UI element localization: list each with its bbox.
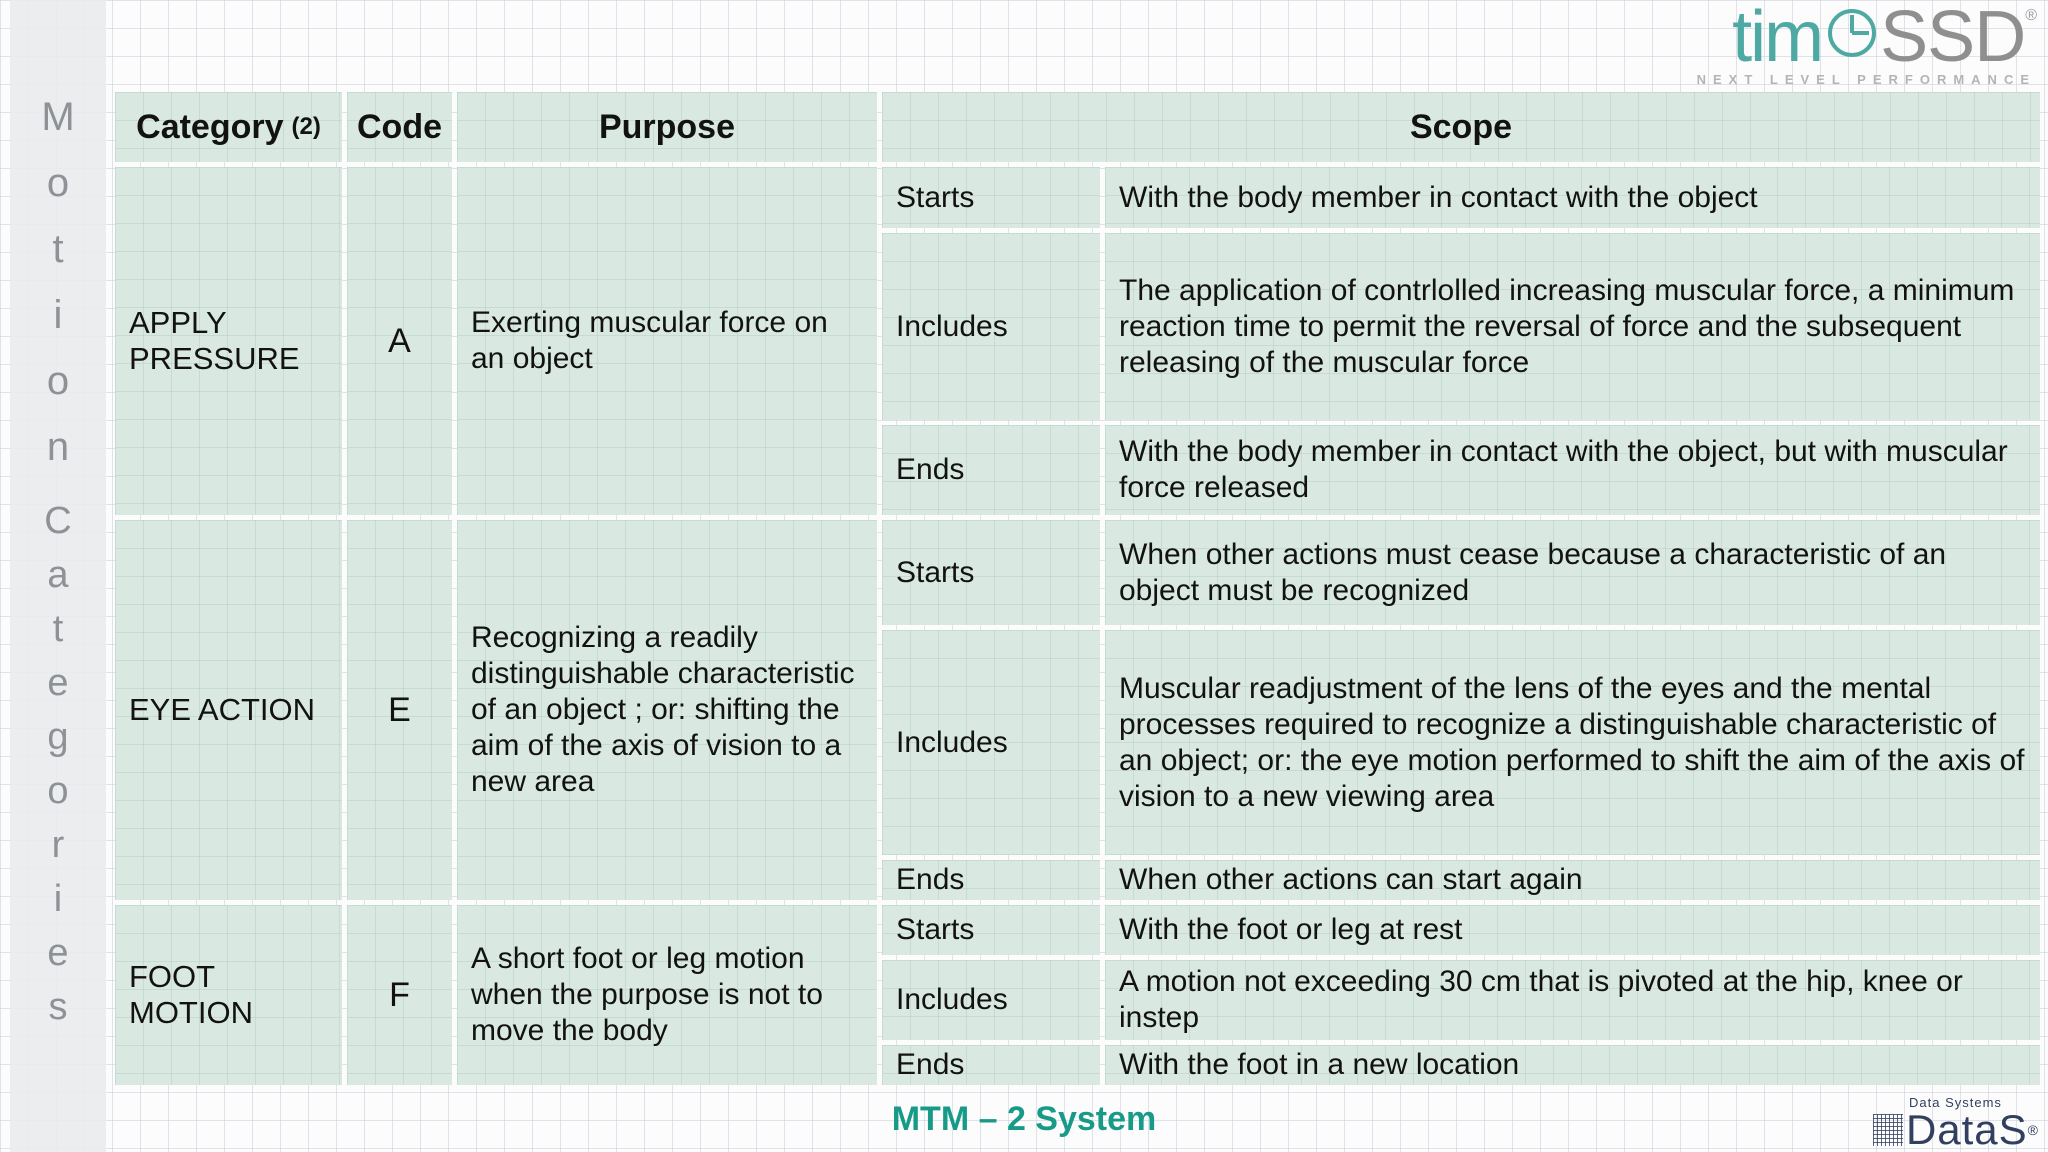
row-label: Starts [882, 520, 1100, 625]
row-label: Ends [882, 1045, 1100, 1085]
header-code: Code [347, 92, 452, 162]
category-apply-pressure: APPLY PRESSURE [115, 167, 342, 515]
clock-icon [1826, 7, 1878, 64]
motion-categories-strip: Motion Categories [10, 0, 106, 1152]
code-foot-motion: F [347, 905, 452, 1085]
row-scope: With the body member in contact with the… [1105, 167, 2040, 228]
motion-categories-table: Category (2) Code Purpose Scope APPLY PR… [115, 92, 2040, 1085]
category-eye-action: EYE ACTION [115, 520, 342, 900]
datas-logo: Data Systems DataS ® [1872, 1095, 2038, 1152]
row-label: Starts [882, 905, 1100, 955]
timessd-logo-ssd: SSD® [1880, 0, 2037, 77]
row-scope: A motion not exceeding 30 cm that is piv… [1105, 960, 2040, 1040]
datas-logo-tagline: Data Systems [1909, 1095, 2002, 1110]
row-label: Starts [882, 167, 1100, 228]
datas-logo-text: DataS [1905, 1106, 2028, 1152]
row-label: Ends [882, 860, 1100, 900]
header-purpose: Purpose [457, 92, 877, 162]
purpose-foot-motion: A short foot or leg motion when the purp… [457, 905, 877, 1085]
registered-mark: ® [2025, 7, 2037, 24]
purpose-eye-action: Recognizing a readily distinguishable ch… [457, 520, 877, 900]
code-eye-action: E [347, 520, 452, 900]
row-label: Includes [882, 233, 1100, 420]
timessd-logo: tim SSD® NEXT LEVEL PERFORMANCE [1696, 0, 2037, 87]
code-apply-pressure: A [347, 167, 452, 515]
row-scope: With the foot or leg at rest [1105, 905, 2040, 955]
datas-hatch-icon [1872, 1114, 1903, 1146]
row-label: Ends [882, 425, 1100, 515]
row-scope: With the foot in a new location [1105, 1045, 2040, 1085]
row-label: Includes [882, 960, 1100, 1040]
side-label-categories: Categories [37, 500, 79, 1040]
row-scope: With the body member in contact with the… [1105, 425, 2040, 515]
header-category-label: Category [136, 108, 284, 146]
row-scope: When other actions must cease because a … [1105, 520, 2040, 625]
purpose-apply-pressure: Exerting muscular force on an object [457, 167, 877, 515]
row-label: Includes [882, 630, 1100, 855]
timessd-logo-tim: tim [1732, 0, 1824, 77]
row-scope: The application of contrlolled increasin… [1105, 233, 2040, 420]
side-label-motion: Motion [36, 95, 80, 491]
header-category-note: (2) [291, 113, 321, 140]
slide-title: MTM – 2 System [891, 1100, 1157, 1138]
row-scope: When other actions can start again [1105, 860, 2040, 900]
header-category: Category (2) [115, 92, 342, 162]
registered-mark: ® [2027, 1122, 2038, 1138]
timessd-tagline: NEXT LEVEL PERFORMANCE [1696, 72, 2036, 87]
row-scope: Muscular readjustment of the lens of the… [1105, 630, 2040, 855]
header-scope: Scope [882, 92, 2040, 162]
category-foot-motion: FOOT MOTION [115, 905, 342, 1085]
